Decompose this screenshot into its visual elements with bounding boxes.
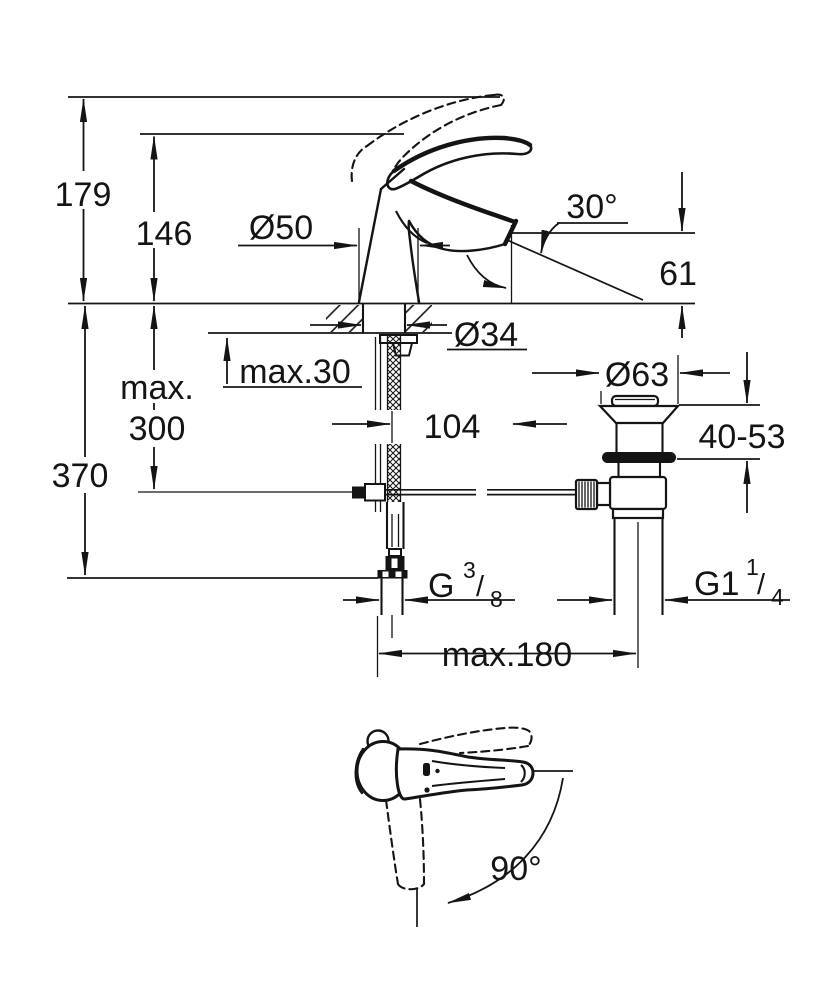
hose-neck <box>388 548 402 557</box>
knob-knurling <box>578 481 595 508</box>
label-bg <box>46 171 120 209</box>
label-spout-reach: 104 <box>424 408 481 446</box>
handle-rotated-dashed-top <box>418 726 533 748</box>
spout-angle-line <box>506 239 644 301</box>
connection-nut-facet <box>395 571 402 577</box>
label-hose-depth-word: max. <box>120 369 194 407</box>
label-spout-angle: 30° <box>566 188 617 226</box>
body-left-edge <box>357 187 383 304</box>
handle-hinge-seam <box>379 167 406 191</box>
label-spout-height: 61 <box>659 255 697 293</box>
supply-connections <box>352 334 577 615</box>
label-bg <box>112 370 202 403</box>
waste-seal-ring <box>602 452 676 463</box>
handle-base-shade-arc <box>354 747 365 795</box>
supply-thread-g: G <box>428 567 454 605</box>
label-bg <box>599 355 677 391</box>
threaded-shank-lower <box>387 444 401 502</box>
waste-thread-sup: 1 <box>746 554 759 580</box>
label-bg <box>112 410 202 447</box>
lever-tip-inner-arc <box>520 764 526 783</box>
handle-down-dashed-left <box>384 798 400 886</box>
label-waste-range: 40-53 <box>699 418 786 456</box>
handle-down-dashed-right <box>418 797 426 886</box>
label-waste-thread: G1 1 / 4 <box>694 554 784 610</box>
lever-inner-line-top <box>431 759 506 770</box>
pop-up-rod-pivot <box>364 483 386 502</box>
waste-knurled-knob <box>574 478 599 511</box>
handle-lever-top-edge <box>391 135 533 174</box>
handle-raised-dashed-top <box>365 93 496 148</box>
deck-section <box>326 303 432 333</box>
label-centre-distance: max.180 <box>442 636 572 674</box>
label-hole-diameter: Ø34 <box>454 316 518 354</box>
label-hose-depth-value: 300 <box>129 410 186 448</box>
supply-thread-sup: 3 <box>463 557 476 583</box>
waste-thread-slash: / <box>757 569 766 601</box>
supply-thread-slash: / <box>476 571 485 603</box>
waste-coupling-ring <box>611 507 665 520</box>
spout-mouth <box>502 218 519 247</box>
waste-thread-g: G1 <box>694 565 739 603</box>
waste-flange <box>597 404 681 425</box>
spout-underside <box>407 219 507 253</box>
threaded-shank-upper <box>387 335 401 410</box>
label-base-diameter: Ø50 <box>249 209 313 247</box>
label-deck-thickness: max.30 <box>239 353 351 391</box>
lever-inner-line-bottom <box>431 777 506 788</box>
faucet-side-view <box>350 93 533 304</box>
spout-top-edge <box>408 178 518 225</box>
handle-raised-dashed-tip <box>492 93 505 107</box>
label-bg <box>124 212 204 248</box>
pop-up-waste <box>574 394 681 615</box>
label-supply-thread: G 3 / 8 <box>428 557 503 612</box>
pop-up-rod-clamp <box>352 486 365 499</box>
label-flange-diameter: Ø63 <box>605 356 669 394</box>
handle-cartridge-mark <box>423 763 430 776</box>
label-below-deck-length: 370 <box>52 457 109 495</box>
hose-end-slot <box>391 558 398 568</box>
label-total-height: 179 <box>55 176 112 214</box>
deck-hatch-right <box>406 305 432 332</box>
handle-down-dashed-end <box>396 882 426 891</box>
handle-rotated-dashed-bottom <box>458 744 530 755</box>
body-right-edge <box>407 219 421 304</box>
deck-hatch-left <box>326 305 362 332</box>
spout-body-fillet <box>395 210 428 244</box>
arc-spout-swivel <box>466 254 507 289</box>
waste-plug-cap <box>610 394 660 408</box>
label-handle-height: 146 <box>136 215 193 253</box>
arc-handle-swivel <box>447 777 564 904</box>
dimension-labels: 179 146 Ø50 30° 61 Ø34 max.30 104 max. 3… <box>42 171 785 888</box>
connection-nut <box>377 570 408 579</box>
leader-spout-angle <box>540 222 560 254</box>
reference-lines <box>67 96 760 927</box>
handle-top-view <box>354 726 535 891</box>
waste-thread-sub: 4 <box>771 584 784 610</box>
supply-thread-sub: 8 <box>490 586 503 612</box>
handle-lever-top-view <box>394 747 535 801</box>
connection-nut-facet <box>382 571 389 577</box>
handle-raised-dashed-back <box>350 144 369 183</box>
label-bg <box>42 457 118 493</box>
waste-rod-port <box>595 481 612 507</box>
label-handle-swivel: 90° <box>490 850 541 888</box>
handle-dot-mark <box>435 768 440 774</box>
waste-valve-body <box>608 475 668 511</box>
handle-dot-mark <box>424 787 430 793</box>
